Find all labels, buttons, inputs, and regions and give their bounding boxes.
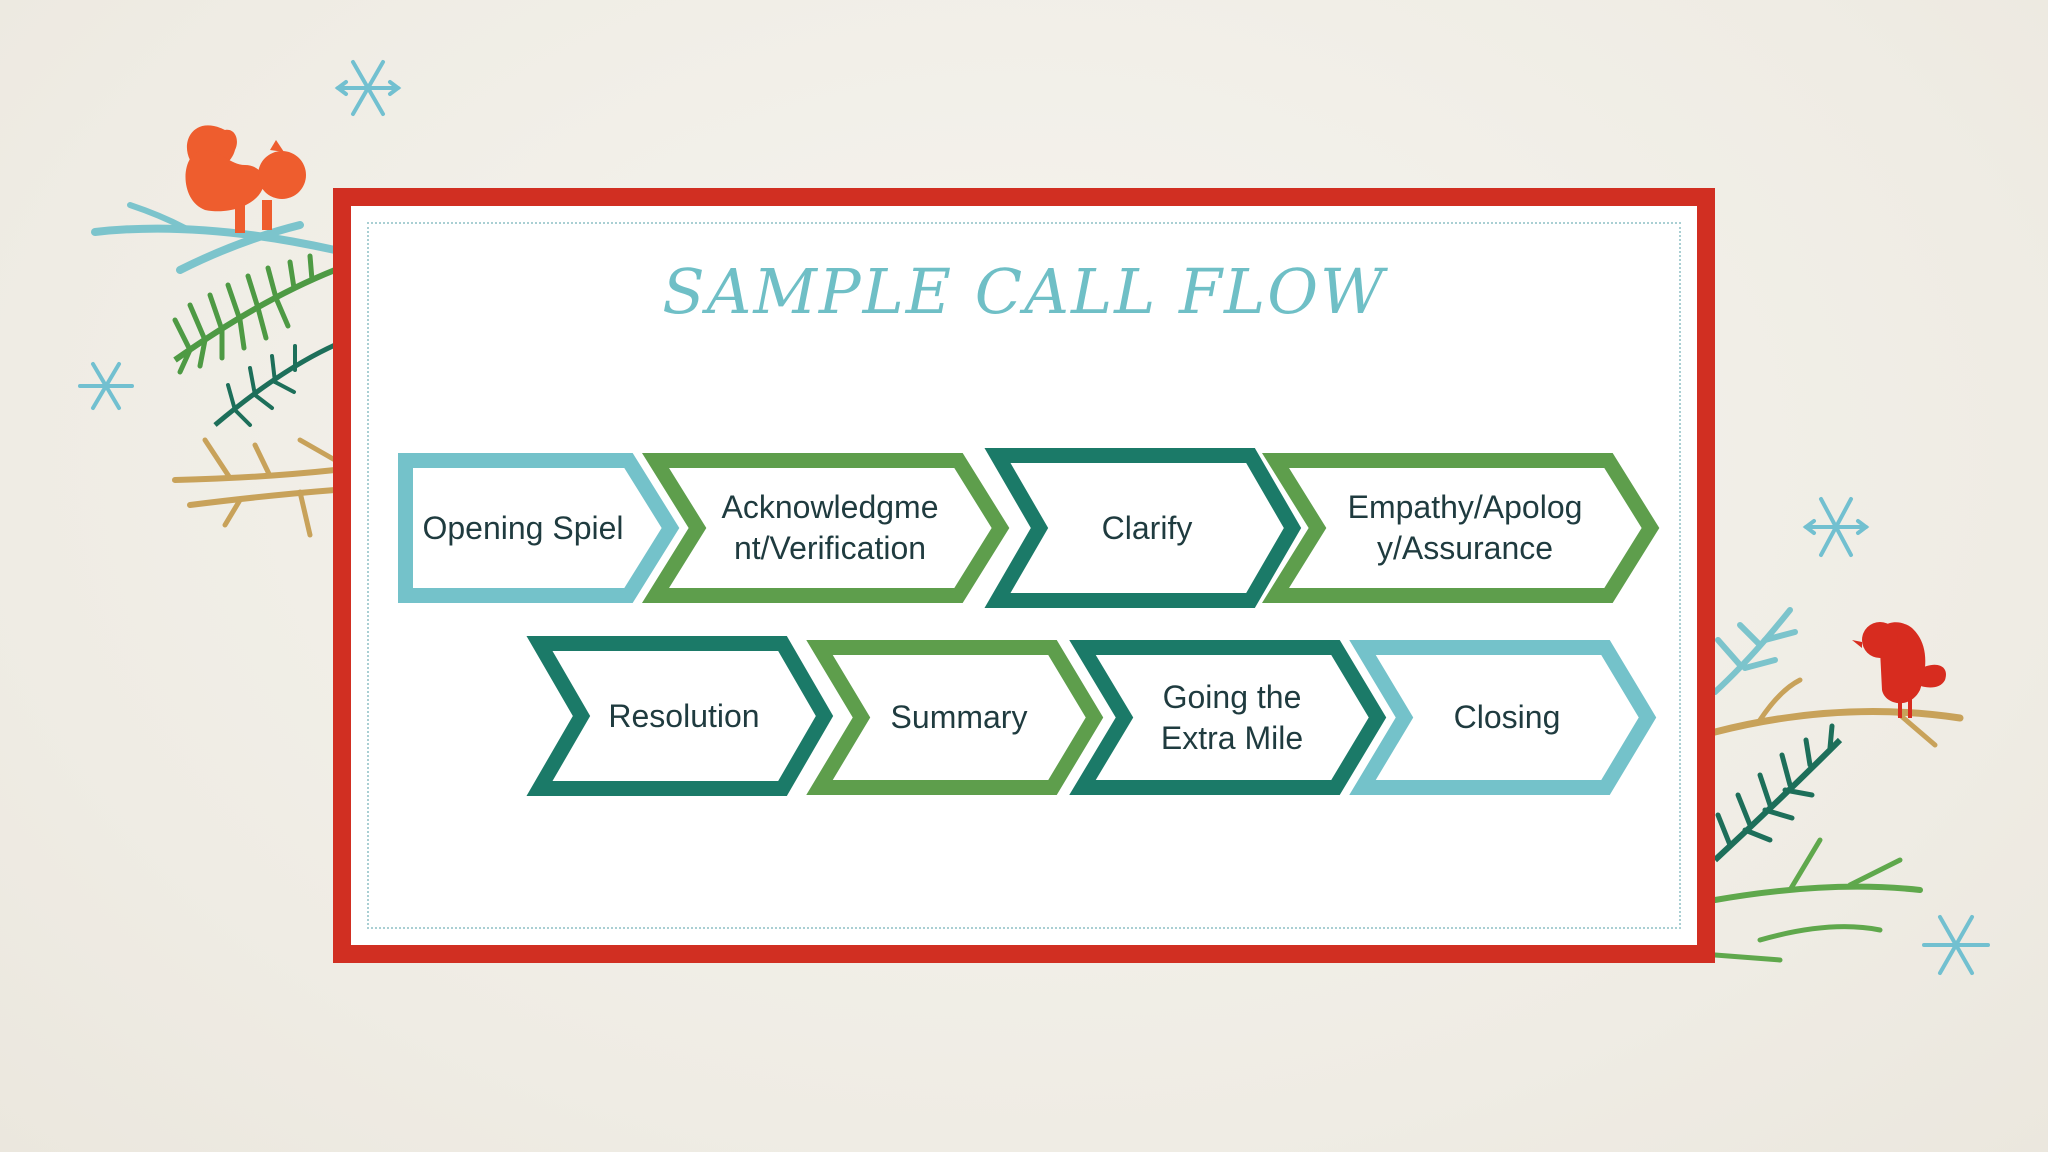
step-label-1: Opening Spiel <box>422 509 624 546</box>
step-label-7: Going the Extra Mile <box>1160 678 1304 756</box>
slide-title: SAMPLE CALL FLOW <box>662 255 1386 328</box>
chevron-step-2 <box>642 453 1010 603</box>
dotted-inner-border <box>367 222 1681 929</box>
step-label-3: Clarify <box>1101 509 1193 546</box>
step-label-6: Summary <box>890 699 1028 735</box>
step-label-2: Acknowledgme nt/Verification <box>721 489 939 566</box>
step-label-4: Empathy/Apolog y/Assurance <box>1347 489 1583 566</box>
chevron-step-6 <box>806 640 1104 795</box>
snowflake-icon <box>1922 915 1990 975</box>
chevron-step-4 <box>1262 453 1660 603</box>
snowflake-icon <box>334 60 402 116</box>
squirrel-icon <box>185 125 306 233</box>
chevron-step-1 <box>398 453 680 603</box>
chevron-step-8 <box>1349 640 1657 795</box>
step-label-8: Closing <box>1453 699 1561 735</box>
chevron-step-5 <box>526 636 834 796</box>
snowflake-icon <box>1802 497 1870 557</box>
pine-branch-icon <box>91 202 339 538</box>
chevron-step-3 <box>984 448 1302 608</box>
bird-icon <box>1852 622 1946 718</box>
snowflake-icon <box>78 362 134 410</box>
chevron-step-7 <box>1069 640 1387 795</box>
pine-branch-icon <box>1711 607 1964 963</box>
step-label-5: Resolution <box>608 697 760 734</box>
